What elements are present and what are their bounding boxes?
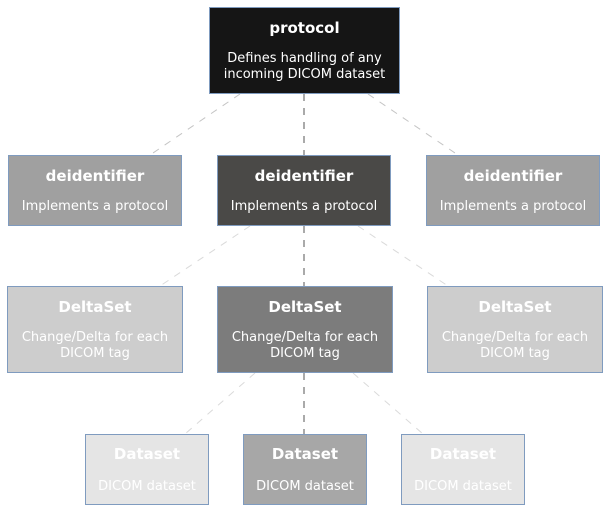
- deidentifier-description: Implements a protocol: [439, 198, 587, 214]
- dataset-title: Dataset: [429, 444, 497, 463]
- protocol-title: protocol: [269, 18, 340, 37]
- deidentifier-description: Implements a protocol: [21, 198, 169, 214]
- deltaset-title: DeltaSet: [478, 297, 552, 316]
- deltaset-description: Change/Delta for each DICOM tag: [231, 329, 379, 361]
- deidentifier-node-left: deidentifier Implements a protocol: [8, 155, 182, 226]
- edge-deid-delta-3: [357, 225, 449, 287]
- deltaset-node-left: DeltaSet Change/Delta for each DICOM tag: [7, 286, 183, 373]
- protocol-description: Defines handling of any incoming DICOM d…: [223, 50, 386, 82]
- dataset-description: DICOM dataset: [98, 478, 196, 494]
- dataset-node-right: Dataset DICOM dataset: [401, 434, 525, 505]
- deltaset-description: Change/Delta for each DICOM tag: [441, 329, 589, 361]
- dataset-description: DICOM dataset: [414, 478, 512, 494]
- edge-deid-delta-1: [159, 225, 251, 287]
- deidentifier-node-center: deidentifier Implements a protocol: [217, 155, 391, 226]
- edge-delta-ds-3: [352, 372, 424, 435]
- deidentifier-title: deidentifier: [254, 166, 354, 185]
- dataset-node-center: Dataset DICOM dataset: [243, 434, 367, 505]
- dataset-title: Dataset: [113, 444, 181, 463]
- deltaset-title: DeltaSet: [268, 297, 342, 316]
- dataset-title: Dataset: [271, 444, 339, 463]
- edge-protocol-deid-1: [149, 93, 241, 156]
- deidentifier-description: Implements a protocol: [230, 198, 378, 214]
- deltaset-node-right: DeltaSet Change/Delta for each DICOM tag: [427, 286, 603, 373]
- deidentifier-title: deidentifier: [463, 166, 563, 185]
- edge-delta-ds-1: [184, 372, 256, 435]
- deidentifier-node-right: deidentifier Implements a protocol: [426, 155, 600, 226]
- deidentifier-title: deidentifier: [45, 166, 145, 185]
- protocol-node: protocol Defines handling of any incomin…: [209, 7, 400, 94]
- deltaset-description: Change/Delta for each DICOM tag: [21, 329, 169, 361]
- edge-protocol-deid-3: [367, 93, 459, 156]
- dataset-node-left: Dataset DICOM dataset: [85, 434, 209, 505]
- deltaset-title: DeltaSet: [58, 297, 132, 316]
- deltaset-node-center: DeltaSet Change/Delta for each DICOM tag: [217, 286, 393, 373]
- dataset-description: DICOM dataset: [256, 478, 354, 494]
